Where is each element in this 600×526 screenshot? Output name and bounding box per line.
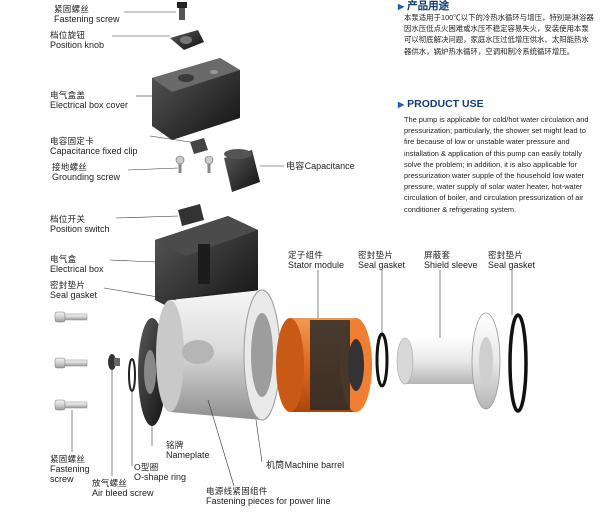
label-seal-gasket-left: 密封垫片 Seal gasket bbox=[50, 280, 98, 300]
cn-heading: ▶产品用途 bbox=[398, 0, 450, 12]
label-capacitance-clip: 电容固定卡 Capacitance fixed clip bbox=[50, 136, 138, 156]
o-ring-part bbox=[128, 358, 136, 392]
label-machine-barrel: 机筒Machine barrel bbox=[266, 460, 345, 470]
leader-lines bbox=[71, 11, 513, 487]
label-seal-gasket-right: 密封垫片 Seal gasket bbox=[488, 250, 536, 270]
label-electrical-box-cover: 电气盒盖 Electrical box cover bbox=[50, 90, 129, 110]
grounding-screw-part bbox=[175, 155, 214, 173]
seal-gasket-mid-part bbox=[375, 332, 389, 388]
label-position-knob: 档位旋钮 Position knob bbox=[50, 30, 105, 50]
label-fastening-screw-bottom: 紧固螺丝 Fastening screw bbox=[50, 454, 90, 484]
capacitance-clip-part bbox=[190, 138, 208, 154]
shield-sleeve-part bbox=[396, 312, 501, 410]
stator-module-part bbox=[276, 318, 372, 412]
label-electrical-box: 电气盒 Electrical box bbox=[50, 254, 104, 274]
label-nameplate: 铭牌 Nameplate bbox=[166, 440, 210, 460]
label-capacitance: 电容Capacitance bbox=[286, 161, 355, 171]
air-bleed-screw-part bbox=[108, 354, 120, 370]
seal-gasket-right-part bbox=[508, 313, 528, 413]
label-o-ring: O型圈 O-shape ring bbox=[134, 462, 187, 482]
triangle-bullet-icon: ▶ bbox=[398, 2, 405, 11]
label-position-switch: 档位开关 Position switch bbox=[50, 214, 110, 234]
fastening-screw-bottom-part bbox=[54, 311, 88, 411]
en-text: The pump is applicable for cold/hot wate… bbox=[404, 115, 589, 214]
label-air-bleed-screw: 放气螺丝 Air bleed screw bbox=[92, 478, 154, 498]
triangle-bullet-icon: ▶ bbox=[398, 100, 405, 109]
label-stator-module: 定子组件 Stator module bbox=[288, 250, 345, 270]
label-seal-gasket-mid: 密封垫片 Seal gasket bbox=[358, 250, 406, 270]
machine-barrel-part bbox=[156, 289, 281, 421]
label-fastening-screw-top: 紧固螺丝 Fastening screw bbox=[54, 4, 120, 24]
electrical-box-cover-part bbox=[152, 58, 240, 140]
fastening-screw-top-part bbox=[177, 2, 187, 20]
capacitance-part bbox=[224, 149, 260, 192]
en-heading: ▶PRODUCT USE bbox=[398, 98, 484, 110]
position-switch-part bbox=[178, 204, 204, 226]
label-grounding-screw: 接地螺丝 Grounding screw bbox=[52, 162, 121, 182]
electrical-box-part bbox=[155, 216, 258, 316]
position-knob-part bbox=[170, 30, 204, 50]
cn-text: 本泵适用于100℃以下的冷热水循环与增压，特别是淋浴器因水压低点火困难或水压不稳… bbox=[404, 13, 594, 56]
label-fastening-pieces: 电源线紧固组件 Fastening pieces for power line bbox=[206, 486, 331, 506]
label-shield-sleeve: 屏蔽套 Shield sleeve bbox=[424, 250, 478, 270]
